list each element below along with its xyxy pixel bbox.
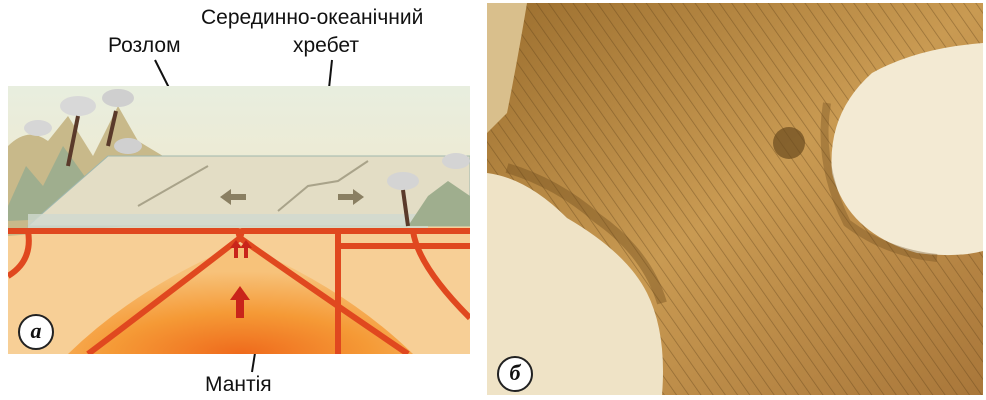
seamount (773, 127, 805, 159)
panel-b-relief-map: б (487, 3, 983, 395)
panel-a-badge: а (18, 314, 54, 350)
panel-b-badge: б (497, 356, 533, 392)
water-edge (28, 214, 428, 228)
label-ridge-line1: Серединно-океанічний (201, 6, 423, 30)
panel-a-diagram: а (8, 86, 470, 354)
label-mantle: Мантія (205, 373, 272, 397)
label-ridge-line2: хребет (293, 34, 359, 58)
label-fault: Розлом (108, 34, 181, 58)
